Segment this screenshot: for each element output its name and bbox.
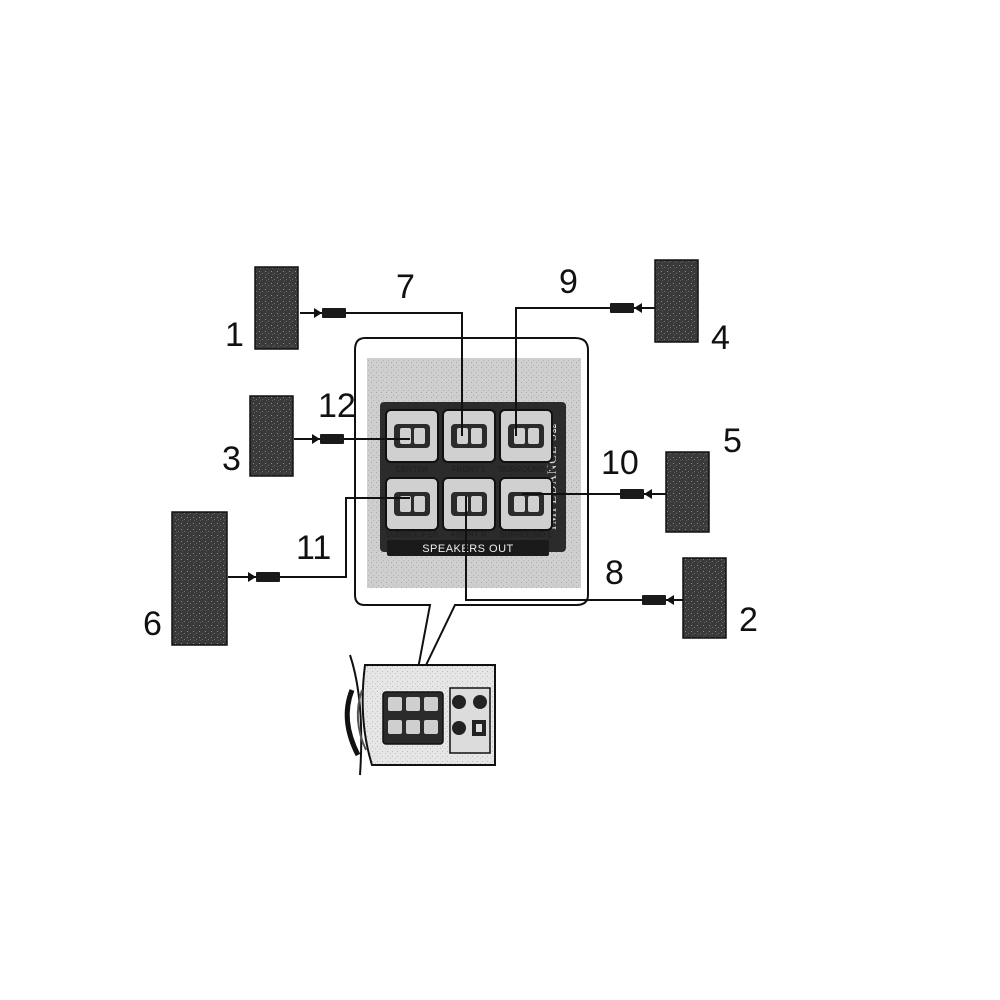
label-cable-11: 11 <box>296 529 331 567</box>
cable-9 <box>515 307 610 436</box>
label-cable-8: 8 <box>605 554 624 592</box>
terminal-center: CENTER <box>385 409 439 474</box>
label-speaker-1: 1 <box>225 316 244 354</box>
plug-speaker-2 <box>642 595 683 605</box>
speaker-2 <box>682 557 727 639</box>
panel-caption: SPEAKERS OUT <box>422 543 514 555</box>
cable-11 <box>280 497 410 578</box>
receiver-unit <box>344 654 496 776</box>
terminal-label-surround-r: SURROUND R <box>499 465 553 474</box>
label-cable-12: 12 <box>318 387 356 425</box>
label-cable-7: 7 <box>396 268 415 306</box>
terminal-label-subwoofer: SUBWOOFER <box>386 530 439 539</box>
label-speaker-4: 4 <box>711 319 730 357</box>
terminal-front-l: FRONT L <box>442 409 496 474</box>
speaker-6 <box>171 511 228 646</box>
label-speaker-3: 3 <box>222 440 241 478</box>
terminal-surround-r: SURROUND R <box>499 409 553 474</box>
label-speaker-5: 5 <box>723 422 742 460</box>
terminal-label-front-l: FRONT L <box>452 465 487 474</box>
cable-7 <box>345 312 463 436</box>
terminal-label-center: CENTER <box>396 465 429 474</box>
speaker-3 <box>249 395 294 477</box>
plug-speaker-1 <box>300 308 346 318</box>
terminal-front-r: FRONT R <box>442 477 496 539</box>
speaker-1 <box>254 266 299 350</box>
cable-8 <box>465 496 642 601</box>
speaker-5 <box>665 451 710 533</box>
label-cable-10: 10 <box>601 444 639 482</box>
terminal-surround-l: SURROUND L <box>499 477 553 539</box>
label-speaker-6: 6 <box>143 605 162 643</box>
label-cable-9: 9 <box>559 263 578 301</box>
terminal-label-front-r: FRONT R <box>451 530 487 539</box>
terminal-subwoofer: SUBWOOFER <box>385 477 439 539</box>
terminal-label-surround-l: SURROUND L <box>499 530 552 539</box>
plug-speaker-4 <box>610 303 655 313</box>
plug-speaker-5 <box>620 489 666 499</box>
plug-speaker-3 <box>294 434 344 444</box>
speaker-4 <box>654 259 699 343</box>
cables <box>280 307 642 601</box>
label-speaker-2: 2 <box>739 601 758 639</box>
plug-speaker-6 <box>228 572 280 582</box>
